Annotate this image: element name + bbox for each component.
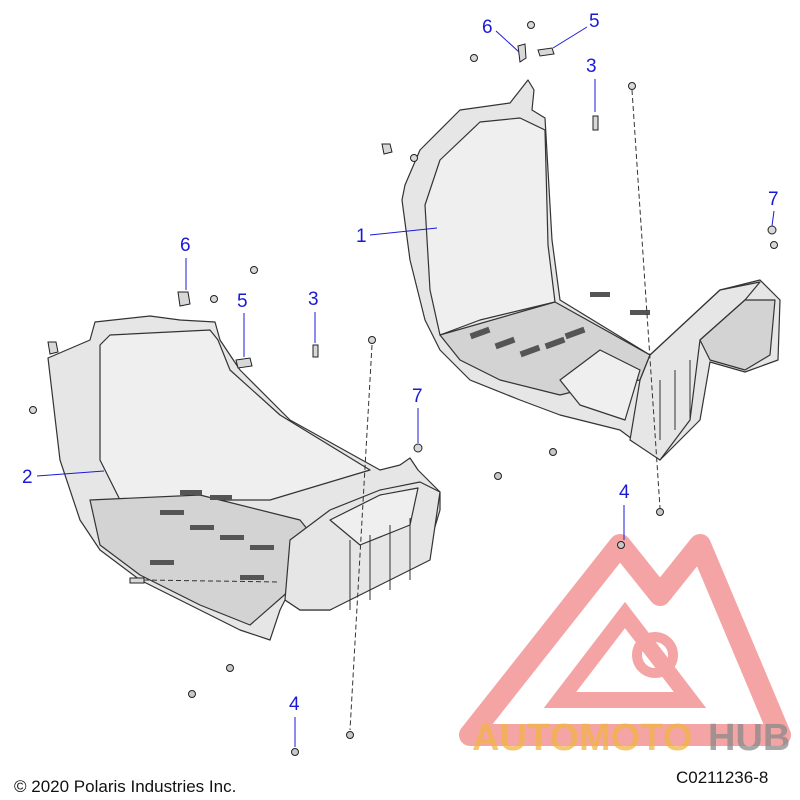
- fastener-screw-lower-left: [29, 406, 37, 414]
- fastener-6-upper: [517, 43, 527, 63]
- fastener-7-lower: [413, 443, 423, 453]
- nut-b: [494, 472, 502, 480]
- svg-text:6: 6: [180, 235, 191, 256]
- floor-tub-right: [401, 79, 781, 461]
- fastener-screw-top-b: [470, 54, 478, 62]
- fastener-bolt-lower-side: [129, 577, 145, 584]
- callout-7-upper: 7: [768, 189, 779, 227]
- svg-text:3: 3: [308, 289, 319, 310]
- nut-f: [188, 690, 196, 698]
- svg-text:7: 7: [412, 386, 423, 407]
- nut-c: [656, 508, 664, 516]
- drawing-number: C0211236-8: [676, 768, 768, 787]
- fastener-push-rivet-5-upper: [537, 47, 555, 57]
- fastener-6-lower: [177, 291, 191, 307]
- copyright-text: © 2020 Polaris Industries Inc.: [14, 777, 236, 796]
- fastener-screw-mid-upper: [410, 154, 418, 162]
- fastener-screw-right-top: [628, 82, 636, 90]
- callout-4-bottom: 4: [289, 694, 300, 747]
- callout-4-right: 4: [619, 482, 630, 540]
- assembly-lines: [143, 89, 661, 731]
- callout-1: 1: [356, 226, 438, 247]
- fastener-screw-lower-b: [210, 295, 218, 303]
- floor-tub-left: [47, 315, 441, 641]
- callout-6-lower: 6: [180, 235, 191, 290]
- callout-7-lower: 7: [412, 386, 423, 443]
- callout-6-upper: 6: [482, 17, 520, 53]
- svg-text:7: 7: [768, 189, 779, 210]
- fastener-screw-lower-c: [368, 336, 376, 344]
- nut-g: [346, 731, 354, 739]
- svg-text:4: 4: [289, 694, 300, 715]
- callout-5-lower: 5: [237, 291, 248, 357]
- svg-text:3: 3: [586, 56, 597, 77]
- fastener-screw-lower-a: [250, 266, 258, 274]
- fastener-3-upper: [592, 115, 599, 131]
- svg-text:6: 6: [482, 17, 493, 38]
- svg-text:4: 4: [619, 482, 630, 503]
- callout-2: 2: [22, 467, 105, 488]
- nut-e: [226, 664, 234, 672]
- fastener-clip-upper: [381, 143, 393, 155]
- fastener-push-rivet-5-lower: [235, 357, 253, 369]
- callout-3-lower: 3: [308, 289, 319, 343]
- fastener-clip-lower: [47, 341, 59, 355]
- nut-a: [549, 448, 557, 456]
- callout-3-upper: 3: [586, 56, 597, 112]
- fastener-3-lower: [312, 344, 319, 358]
- svg-text:1: 1: [356, 226, 367, 247]
- svg-text:2: 2: [22, 467, 33, 488]
- automotohub-logo-watermark: [459, 534, 791, 746]
- svg-text:5: 5: [237, 291, 248, 312]
- fastener-7-upper: [767, 225, 777, 235]
- svg-text:AUTOMOTO: AUTOMOTO: [472, 717, 692, 759]
- fastener-screw-top-a: [527, 21, 535, 29]
- fastener-screw-right-mid: [770, 241, 778, 249]
- nut-d: [617, 541, 625, 549]
- svg-text:5: 5: [589, 11, 600, 32]
- automotohub-wordmark: AUTOMOTO HUB: [472, 717, 790, 759]
- svg-text:HUB: HUB: [708, 717, 790, 759]
- callout-5-upper: 5: [552, 11, 600, 49]
- nut-h: [291, 748, 299, 756]
